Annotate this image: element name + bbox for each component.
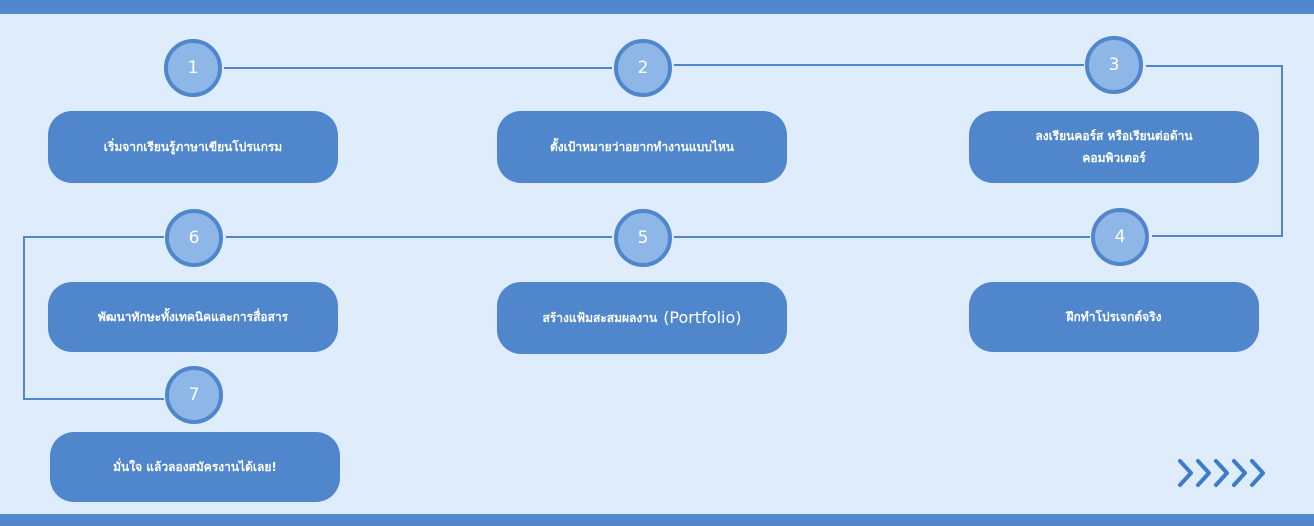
step-5-number: 5 [614, 209, 672, 267]
step-4-box: ฝึกทำโปรเจกต์จริง [969, 282, 1259, 352]
step-5-box: สร้างแฟ้มสะสมผลงาน (Portfolio) [497, 282, 787, 354]
step-3-box: ลงเรียนคอร์ส หรือเรียนต่อด้าน คอมพิวเตอร… [969, 111, 1259, 183]
step-2-number: 2 [614, 39, 672, 97]
step-6-number: 6 [165, 209, 223, 267]
bottom-bar [0, 514, 1314, 526]
step-6-text: พัฒนาทักษะทั้งเทคนิคและการสื่อสาร [97, 310, 289, 324]
chevron-right-icon [1178, 459, 1265, 487]
step-3-number: 3 [1085, 36, 1143, 94]
step-3-text-line2: คอมพิวเตอร์ [1082, 151, 1146, 165]
connector-6-7 [23, 236, 164, 400]
step-1-number: 1 [164, 39, 222, 97]
step-7-box: มั่นใจ แล้วลองสมัครงานได้เลย! [50, 432, 340, 502]
step-2-box: ตั้งเป้าหมายว่าอยากทำงานแบบไหน [497, 111, 787, 183]
step-1-text: เริ่มจากเรียนรู้ภาษาเขียนโปรแกรม [103, 140, 283, 154]
step-5-text: สร้างแฟ้มสะสมผลงาน [542, 311, 658, 325]
step-1-box: เริ่มจากเรียนรู้ภาษาเขียนโปรแกรม [48, 111, 338, 183]
step-4-text: ฝึกทำโปรเจกต์จริง [1066, 310, 1162, 324]
step-6-box: พัฒนาทักษะทั้งเทคนิคและการสื่อสาร [48, 282, 338, 352]
step-5-text-en: (Portfolio) [663, 308, 742, 327]
step-3-text: ลงเรียนคอร์ส หรือเรียนต่อด้าน [1035, 129, 1193, 143]
step-2-text: ตั้งเป้าหมายว่าอยากทำงานแบบไหน [550, 140, 734, 154]
connector-3-4 [1146, 65, 1283, 237]
step-7-number: 7 [165, 366, 223, 424]
top-bar [0, 0, 1314, 14]
step-7-text: มั่นใจ แล้วลองสมัครงานได้เลย! [113, 460, 277, 474]
step-4-number: 4 [1091, 208, 1149, 266]
